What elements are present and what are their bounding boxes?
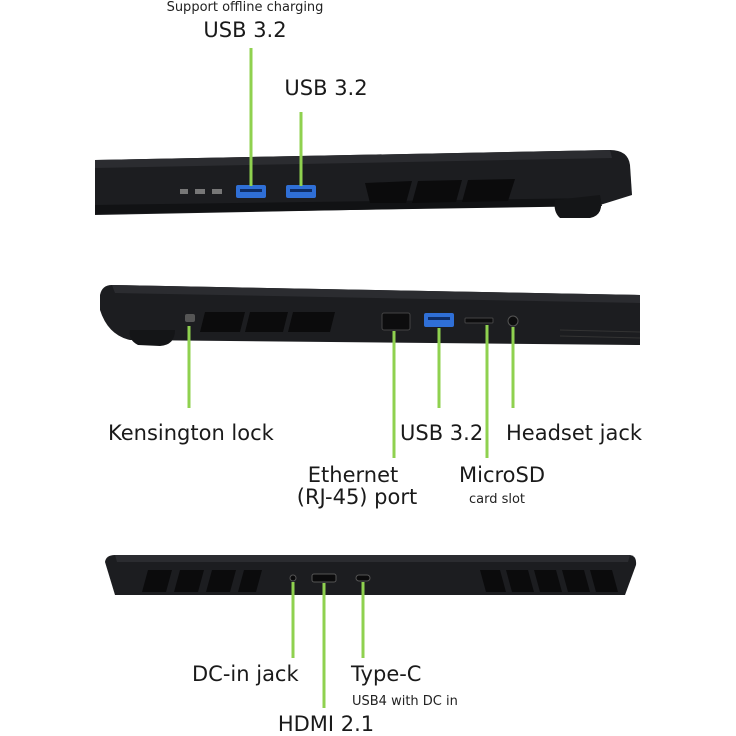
rear-vent-right: [480, 570, 618, 592]
ethernet-port: [381, 312, 411, 331]
usb-c-port: [355, 574, 371, 582]
microsd-slot: [464, 317, 494, 324]
label-usb32-right: USB 3.2: [284, 76, 368, 100]
label-usb32-charging: USB 3.2: [203, 18, 287, 42]
laptop-rear: [105, 555, 637, 708]
laptop-right-side: [95, 48, 632, 218]
label-type-c: Type-C: [351, 662, 422, 686]
label-headset-jack: Headset jack: [506, 421, 643, 445]
label-ethernet: Ethernet: [307, 463, 399, 487]
label-hdmi: HDMI 2.1: [277, 712, 375, 736]
laptop-left-side: [100, 285, 641, 458]
rear-vent-strip: [559, 329, 641, 339]
hdmi-port: [311, 573, 337, 583]
dc-in-port: [289, 574, 297, 582]
label-dc-in-jack: DC-in jack: [192, 662, 299, 686]
side-vent: [365, 179, 515, 203]
laptop-foot: [129, 330, 175, 346]
label-kensington-lock: Kensington lock: [108, 421, 274, 445]
label-usb4-dc-in: USB4 with DC in: [352, 694, 458, 709]
side-vent: [200, 312, 335, 332]
laptop-foot: [554, 195, 602, 218]
kensington-slot: [185, 314, 195, 322]
label-rj45-port: (RJ-45) port: [296, 485, 418, 509]
rear-vent-left: [142, 570, 262, 592]
label-usb32-middle: USB 3.2: [400, 421, 484, 445]
label-support-offline-charging: Support offline charging: [166, 0, 324, 15]
label-microsd: MicroSD: [458, 463, 546, 487]
label-card-slot: card slot: [468, 492, 526, 507]
status-led-icons: [180, 189, 222, 194]
headset-jack: [507, 315, 519, 327]
